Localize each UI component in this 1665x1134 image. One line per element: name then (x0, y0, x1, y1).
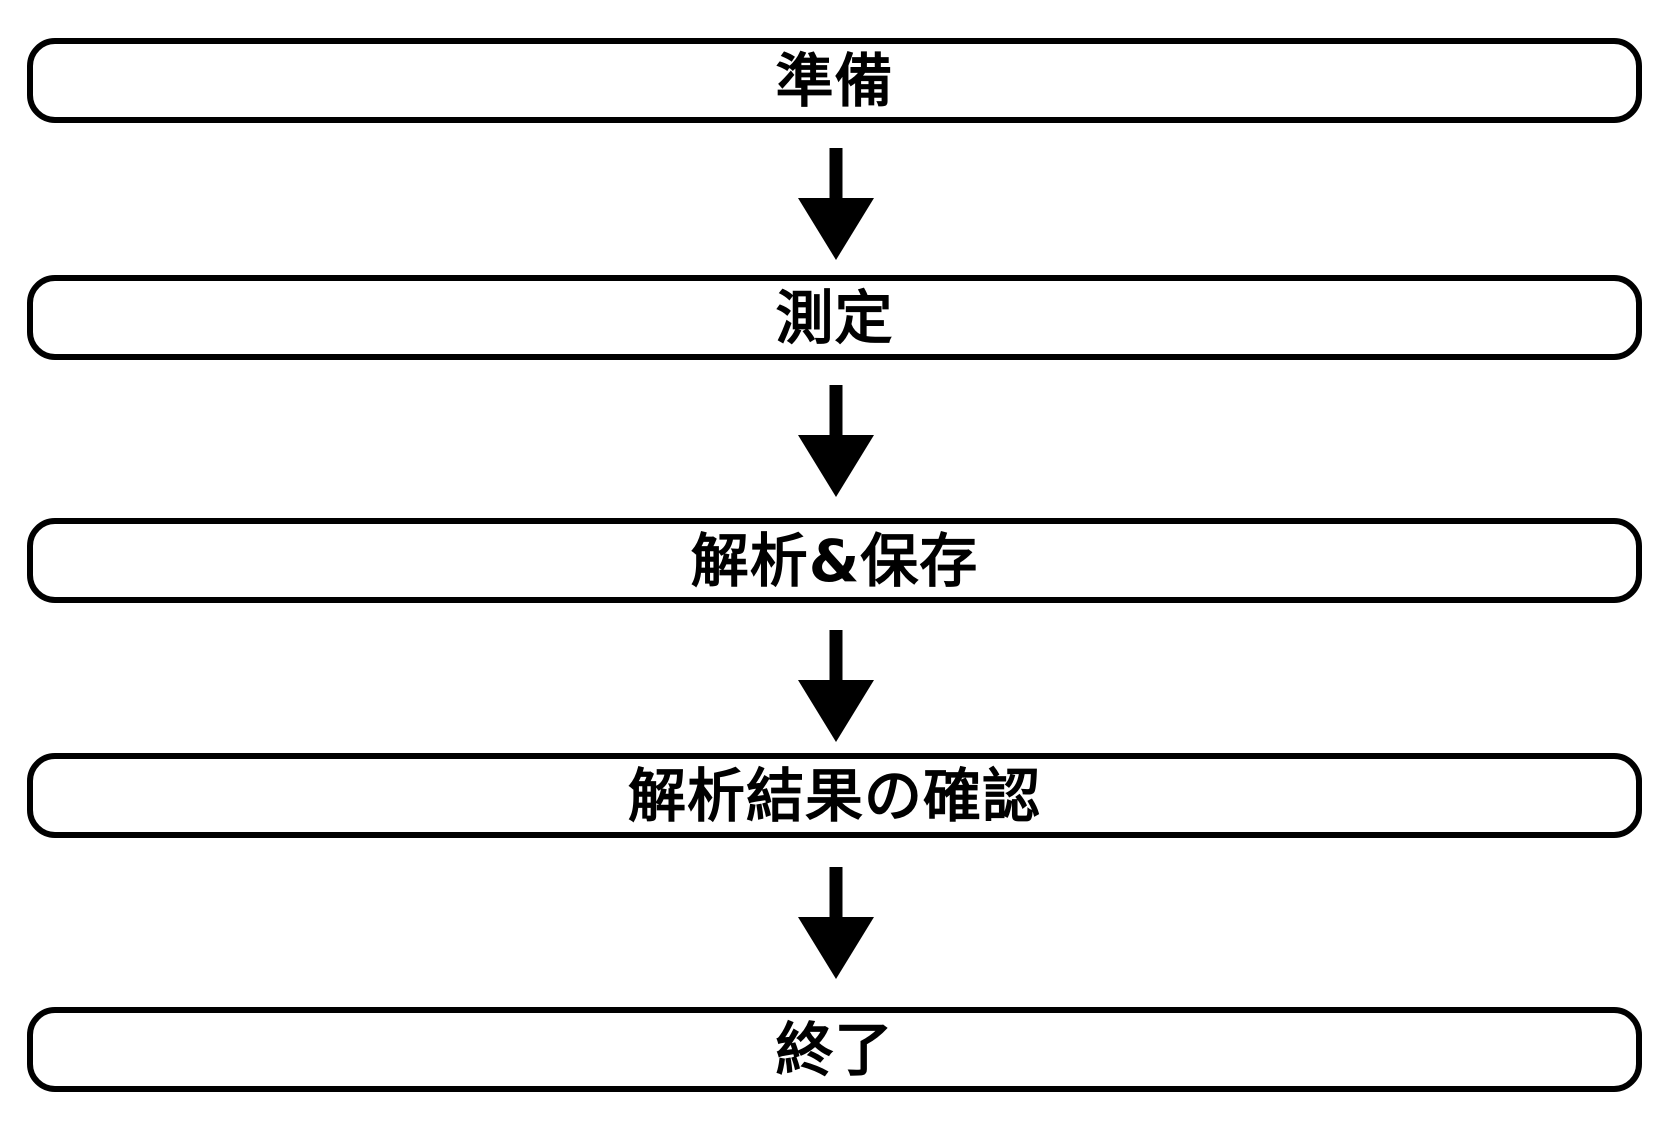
step-box-result-check: 解析結果の確認 (27, 753, 1642, 838)
step-label-result-check: 解析結果の確認 (627, 761, 1041, 830)
step-label-analysis-save: 解析&保存 (690, 526, 979, 595)
down-arrow-icon (798, 630, 874, 742)
step-label-end: 終了 (775, 1015, 894, 1084)
step-box-end: 終了 (27, 1007, 1642, 1092)
step-label-preparation: 準備 (775, 46, 894, 115)
step-box-measurement: 測定 (27, 275, 1642, 360)
down-arrow-icon (798, 148, 874, 260)
step-box-analysis-save: 解析&保存 (27, 518, 1642, 603)
step-box-preparation: 準備 (27, 38, 1642, 123)
step-label-measurement: 測定 (775, 283, 894, 352)
down-arrow-icon (798, 867, 874, 979)
down-arrow-icon (798, 385, 874, 497)
